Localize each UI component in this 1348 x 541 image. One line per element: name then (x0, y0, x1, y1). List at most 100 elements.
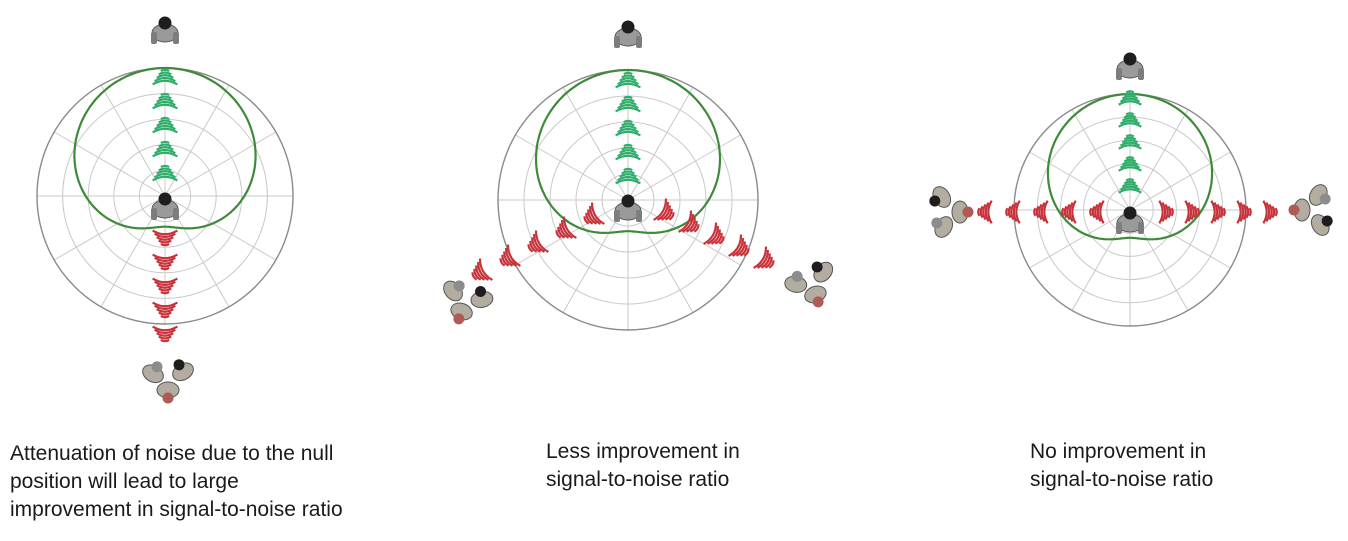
wave-arc (1213, 201, 1219, 223)
wave-arc (1123, 114, 1137, 119)
head (158, 192, 172, 206)
wave-arc (1125, 156, 1135, 160)
grid-spoke (53, 131, 166, 197)
head (929, 195, 941, 207)
wave-arc (619, 77, 637, 82)
wave-arc (158, 263, 172, 268)
wave-arc (534, 230, 549, 253)
wave-arc (743, 248, 750, 257)
wave-arc (590, 202, 605, 225)
wave-arc (158, 167, 172, 172)
wave-arc (689, 220, 698, 233)
caption-line: improvement in signal-to-noise ratio (10, 498, 343, 521)
cardioid-pattern (534, 68, 722, 234)
wave-arc (1063, 205, 1068, 219)
wave-arc (982, 203, 987, 221)
wave-arc (621, 98, 635, 103)
wave-arc (1005, 207, 1009, 217)
head (811, 261, 823, 273)
wave-arc (158, 239, 172, 244)
wave-arc (623, 95, 633, 100)
grid-spoke (627, 87, 694, 201)
person-topdown-icon (172, 359, 194, 382)
wave-arc (1268, 203, 1273, 221)
person-topdown-icon (951, 200, 974, 224)
wave-arc (557, 226, 566, 239)
noise-wave (678, 210, 700, 233)
wave-arc (617, 175, 639, 182)
wave-arc (1123, 158, 1137, 163)
wave-arc (156, 146, 174, 151)
wave-arc (623, 167, 633, 172)
arm (151, 32, 157, 44)
wave-arc (615, 154, 641, 161)
wave-arc (154, 232, 176, 239)
wave-arc (1043, 200, 1049, 224)
speaker-icon (1116, 52, 1144, 80)
grid-spoke (515, 134, 629, 201)
wave-arc (1119, 97, 1141, 103)
wave-arc (1123, 92, 1137, 97)
head (931, 217, 943, 229)
noise-wave (1236, 200, 1252, 224)
wave-arc (1125, 90, 1135, 94)
wave-arc (152, 175, 178, 182)
signal-wave (152, 116, 178, 134)
wave-arc (1061, 207, 1065, 217)
signal-wave (1118, 90, 1142, 106)
wave-arc (731, 237, 744, 257)
wave-arc (160, 140, 170, 145)
signal-wave (615, 119, 641, 137)
arm (614, 210, 620, 222)
wave-arc (1121, 95, 1139, 100)
panel-1 (36, 16, 294, 404)
wave-arc (1118, 188, 1142, 194)
signal-wave (1118, 112, 1142, 128)
wave-arc (506, 244, 521, 267)
wave-arc (158, 287, 172, 292)
wave-arc (984, 201, 990, 223)
wave-arc (678, 210, 693, 233)
wave-arc (583, 216, 590, 225)
wave-arc (615, 178, 641, 185)
wave-arc (1119, 163, 1141, 169)
wave-arc (156, 308, 174, 313)
wave-arc (619, 173, 637, 178)
noise-wave (471, 258, 493, 281)
arm (1138, 222, 1144, 234)
grid-spoke (1129, 209, 1231, 269)
wave-arc (152, 277, 178, 284)
caption-line: Attenuation of noise due to the null (10, 442, 334, 465)
person-topdown-icon (1288, 198, 1311, 222)
signal-wave (152, 164, 178, 182)
person-topdown-icon (450, 302, 473, 325)
person-topdown-icon (929, 186, 952, 208)
wave-arc (1121, 161, 1139, 166)
wave-arc (753, 246, 768, 269)
noise-wave (527, 230, 549, 253)
wave-arc (1193, 205, 1198, 219)
wave-arc (555, 230, 562, 239)
caption-panel-2: Less improvement in signal-to-noise rati… (546, 438, 740, 494)
arm (614, 36, 620, 48)
wave-arc (1125, 134, 1135, 138)
noise-wave (1210, 200, 1226, 224)
signal-wave (152, 68, 178, 86)
signal-wave (615, 71, 641, 89)
arm (1116, 222, 1122, 234)
wave-arc (987, 200, 993, 224)
noise-wave (977, 200, 993, 224)
wave-arc (764, 256, 773, 269)
wave-arc (156, 284, 174, 289)
caption-panel-1: Attenuation of noise due to the null pos… (10, 440, 343, 524)
signal-wave (1118, 156, 1142, 172)
person-topdown-icon (1310, 214, 1333, 236)
wave-arc (1239, 201, 1245, 223)
wave-arc (156, 74, 174, 79)
crowd-topdown-icon (784, 261, 834, 308)
noise-wave (753, 246, 775, 269)
noise-wave (1061, 200, 1077, 224)
wave-arc (615, 82, 641, 89)
wave-arc (1125, 112, 1135, 116)
wave-arc (623, 119, 633, 124)
